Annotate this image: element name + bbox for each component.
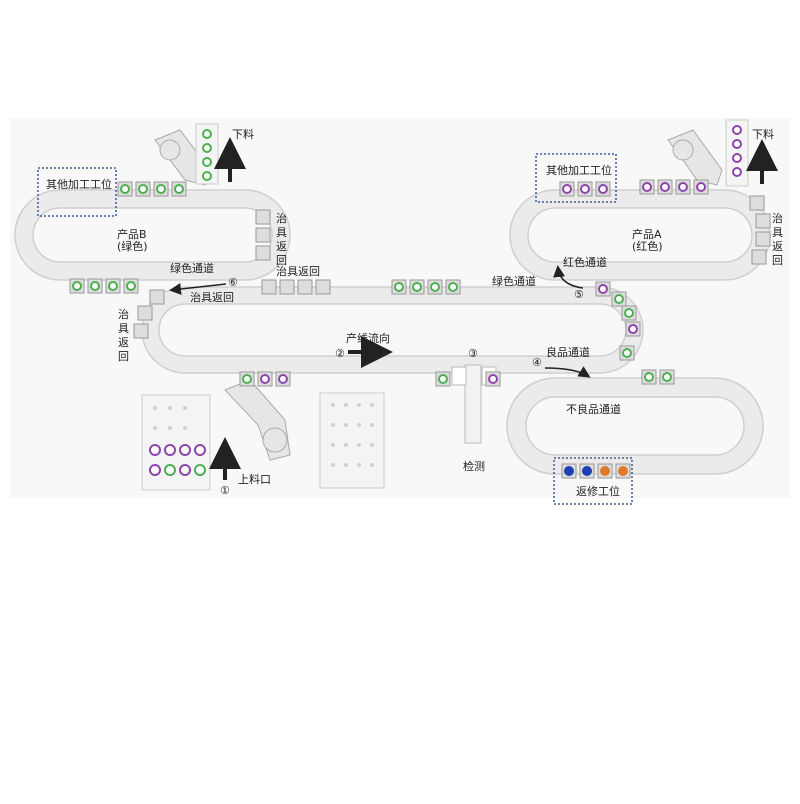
rework-station-box [553,457,633,505]
vlabel-a-3: 返 [772,240,783,253]
label-inspection: 检测 [463,459,485,473]
label-defect-channel: 不良品通道 [566,402,621,416]
label-green-channel-right: 绿色通道 [492,274,536,288]
step-marker-5: ⑤ [574,288,584,301]
label-good-channel: 良品通道 [546,345,590,359]
track-loop-b [14,189,291,281]
load-tray-parts [149,444,206,476]
vlabel-b-4: 回 [276,254,287,267]
label-other-station-b: 其他加工工位 [46,177,112,191]
other-station-box-a [535,153,617,203]
vlabel-m-3: 返 [118,336,129,349]
label-green-channel-left: 绿色通道 [170,261,214,275]
step-marker-2: ② [335,347,345,360]
unload-tray-b-parts [202,129,212,181]
green-channel-arrow [169,283,227,295]
label-product-b-color: (绿色) [117,239,148,253]
vlabel-m-1: 治 [118,307,129,321]
label-fixture-return-top: 治具返回 [276,264,320,278]
step-marker-1: ① [220,484,230,497]
red-channel-arrow [553,265,584,289]
good-channel-arrow [544,366,591,378]
vlabel-a-2: 具 [772,226,783,239]
vertical-label-b: 治 具 返 回 [276,211,287,267]
label-unload-b: 下料 [232,127,254,141]
vlabel-a-1: 治 [772,211,783,225]
robot-arm-unload-a [667,129,723,186]
vertical-label-main: 治 具 返 回 [118,307,129,363]
other-station-box-b [37,167,117,217]
label-flow-direction: 产线流向 [346,331,390,345]
load-tray-holes [153,406,187,430]
vlabel-b-2: 具 [276,226,287,239]
step-marker-6: ⑥ [228,276,238,289]
vlabel-m-2: 具 [118,322,129,335]
vertical-label-a: 治 具 返 回 [772,211,783,267]
step-marker-4: ④ [532,356,542,369]
carriers [69,179,771,479]
label-load-port: 上料口 [238,472,271,486]
label-product-a-color: (红色) [632,239,663,253]
label-product-a: 产品A [632,227,662,241]
vlabel-b-3: 返 [276,240,287,253]
label-product-b: 产品B [117,227,147,241]
track-loop-defect [506,377,764,475]
label-unload-a: 下料 [752,127,774,141]
label-fixture-return-left: 治具返回 [190,290,234,304]
vlabel-a-4: 回 [772,254,783,267]
empty-tray-holes [331,403,374,467]
empty-tray [319,392,385,489]
label-other-station-a: 其他加工工位 [546,163,612,177]
inspection-station [464,364,482,444]
label-rework-station: 返修工位 [576,484,620,498]
vlabel-m-4: 回 [118,350,129,363]
label-red-channel: 红色通道 [563,255,607,269]
step-marker-3: ③ [468,347,478,360]
vlabel-b-1: 治 [276,211,287,225]
unload-tray-a-parts [732,125,742,177]
